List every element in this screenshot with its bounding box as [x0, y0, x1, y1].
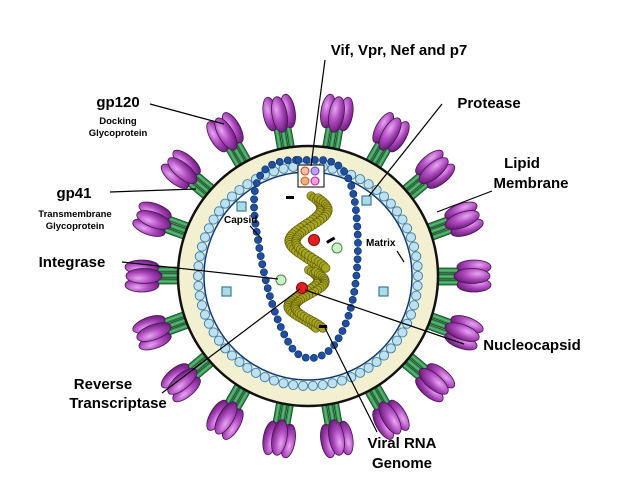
label-gp41-transmembrane: Transmembrane: [38, 209, 111, 220]
label-nucleocapsid: Nucleocapsid: [483, 337, 581, 354]
integrase-upper: [331, 242, 343, 254]
matrix-interior: [203, 171, 413, 381]
spike: [124, 259, 183, 293]
viral-rna-genome: [283, 191, 333, 333]
label-reverse: Reverse: [74, 376, 132, 393]
label-gp120-docking: Docking: [99, 116, 137, 127]
spike: [433, 259, 492, 293]
spike: [398, 149, 456, 203]
spike: [320, 93, 354, 154]
spike: [423, 201, 484, 242]
label-viral-rna: Viral RNA: [368, 435, 437, 452]
enzymes: [275, 196, 343, 328]
rt-upper: [308, 234, 320, 246]
label-gp41: gp41: [56, 185, 91, 202]
label-gp41-glycoprotein: Glycoprotein: [46, 221, 105, 232]
integrase-lower: [275, 274, 287, 286]
label-lipid: Lipid: [504, 155, 540, 172]
label-membrane: Membrane: [493, 175, 568, 192]
leader-lines: [109, 59, 493, 433]
label-transcriptase: Transcriptase: [69, 395, 167, 412]
rt-lower: [296, 282, 308, 294]
label-protease: Protease: [457, 95, 520, 112]
spike: [262, 93, 296, 154]
spike: [320, 398, 354, 459]
label-vif-vpr-nef-p7: Vif, Vpr, Nef and p7: [331, 42, 467, 59]
accessory-proteins-box: [297, 164, 325, 188]
label-integrase: Integrase: [39, 254, 106, 271]
label-genome: Genome: [372, 455, 432, 472]
spike: [422, 311, 484, 351]
capsid-dots: [250, 156, 362, 362]
spike: [132, 310, 193, 351]
label-matrix: Matrix: [366, 238, 396, 249]
matrix-proteins: [221, 195, 389, 297]
label-gp120: gp120: [96, 94, 139, 111]
label-capsid: Capsid: [224, 215, 257, 226]
glycoprotein-spikes: [124, 93, 492, 459]
label-gp120-glycoprotein: Glycoprotein: [89, 128, 148, 139]
